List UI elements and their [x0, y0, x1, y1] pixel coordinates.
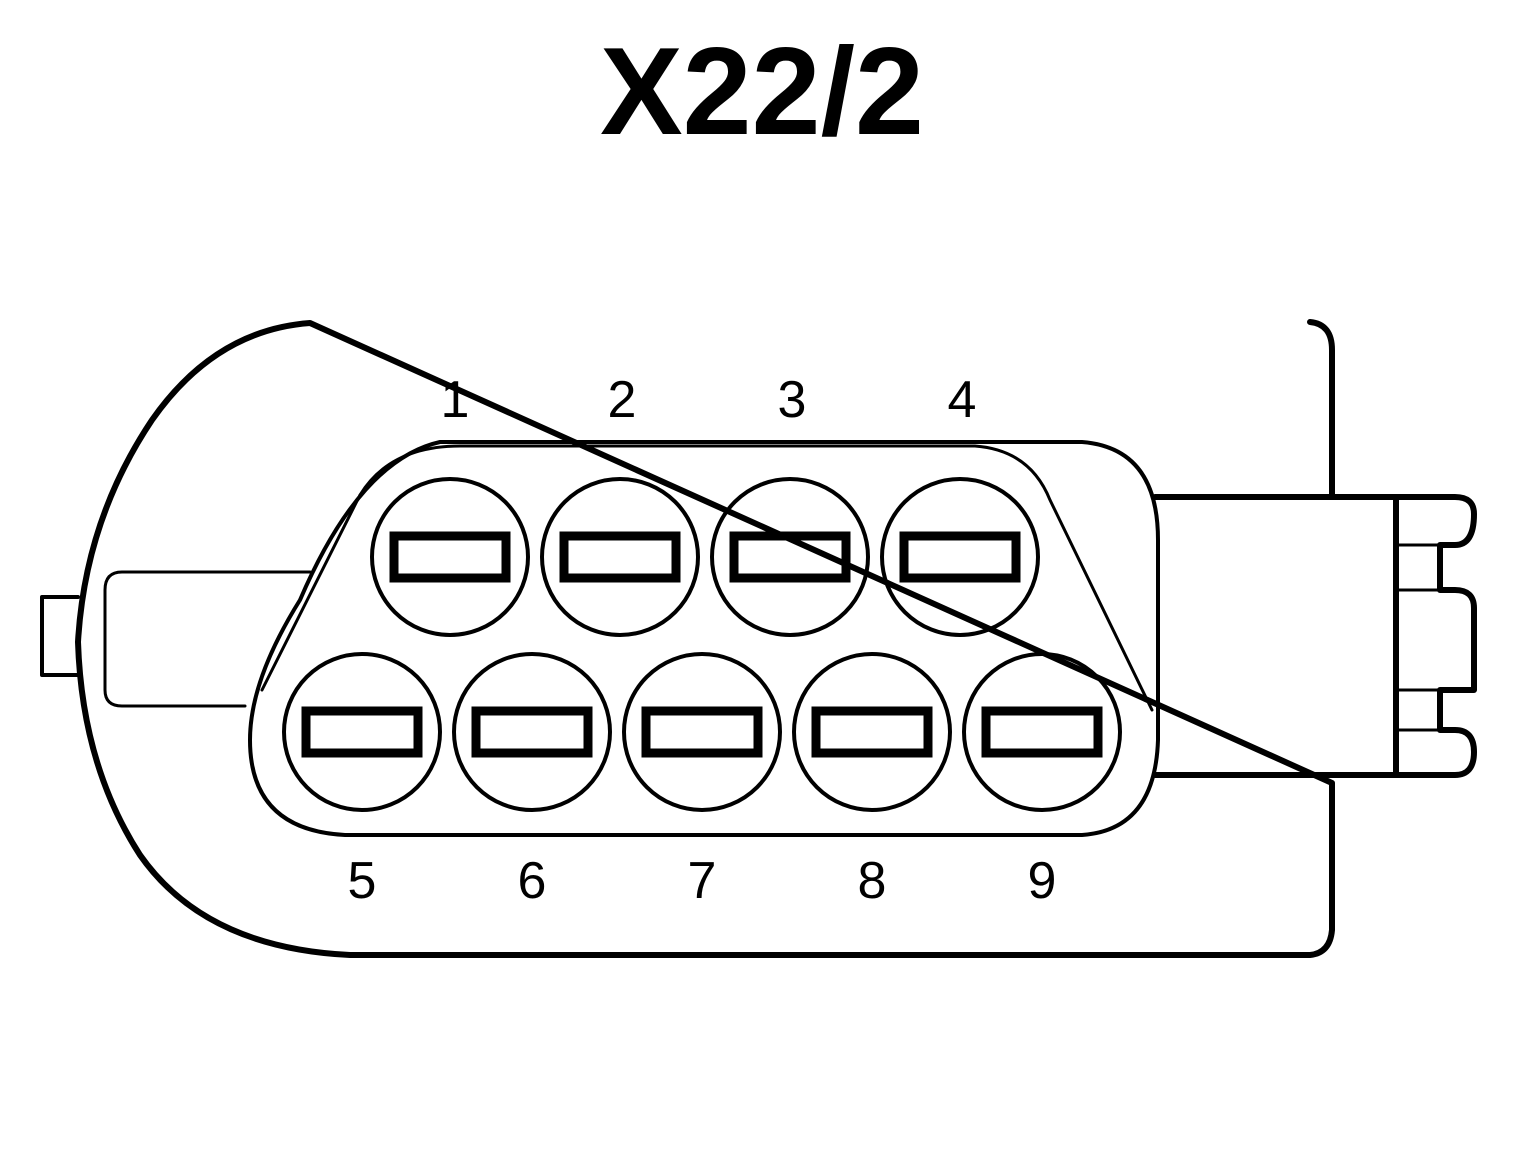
pin-label-9: 9 — [1028, 852, 1057, 910]
pin-label-6: 6 — [518, 852, 547, 910]
pin-ring-5 — [282, 652, 442, 812]
pin-terminal-4 — [899, 531, 1021, 583]
pin-cavity-8 — [792, 652, 952, 812]
left-latch — [40, 595, 80, 677]
pin-ring-6 — [452, 652, 612, 812]
pin-label-8: 8 — [858, 852, 887, 910]
pin-ring-7 — [622, 652, 782, 812]
pin-ring-2 — [540, 477, 700, 637]
pin-cavity-2 — [540, 477, 700, 637]
pin-terminal-3 — [729, 531, 851, 583]
pin-label-1: 1 — [441, 371, 470, 429]
pin-cavity-1 — [370, 477, 530, 637]
pin-label-7: 7 — [688, 852, 717, 910]
pin-group — [282, 477, 1122, 812]
connector-title: X22/2 — [600, 23, 924, 161]
pin-ring-3 — [710, 477, 870, 637]
pin-field-keying — [358, 444, 1154, 712]
pin-cavity-6 — [452, 652, 612, 812]
pin-terminal-9 — [981, 706, 1103, 758]
pin-cavity-9 — [962, 652, 1122, 812]
pin-terminal-5 — [301, 706, 423, 758]
pin-terminal-8 — [811, 706, 933, 758]
locking-lever — [1152, 494, 1477, 778]
pin-ring-1 — [370, 477, 530, 637]
pin-field-outline — [248, 440, 1160, 837]
pin-label-5: 5 — [348, 852, 377, 910]
pin-terminal-7 — [641, 706, 763, 758]
pin-label-2: 2 — [608, 371, 637, 429]
pin-ring-9 — [962, 652, 1122, 812]
pin-ring-8 — [792, 652, 952, 812]
pin-label-3: 3 — [778, 371, 807, 429]
left-guide — [103, 570, 312, 708]
pin-terminal-1 — [389, 531, 511, 583]
pin-label-4: 4 — [948, 371, 977, 429]
pin-terminal-6 — [471, 706, 593, 758]
pin-cavity-5 — [282, 652, 442, 812]
pin-labels-top: 1 2 3 4 — [441, 371, 977, 429]
pin-terminal-2 — [559, 531, 681, 583]
pin-cavity-3 — [710, 477, 870, 637]
pin-cavity-7 — [622, 652, 782, 812]
pin-ring-4 — [880, 477, 1040, 637]
pin-cavity-4 — [880, 477, 1040, 637]
pin-labels-bottom: 5 6 7 8 9 — [348, 852, 1057, 910]
pin-field-keying-left — [260, 493, 362, 692]
connector-housing-outline — [75, 319, 1335, 958]
